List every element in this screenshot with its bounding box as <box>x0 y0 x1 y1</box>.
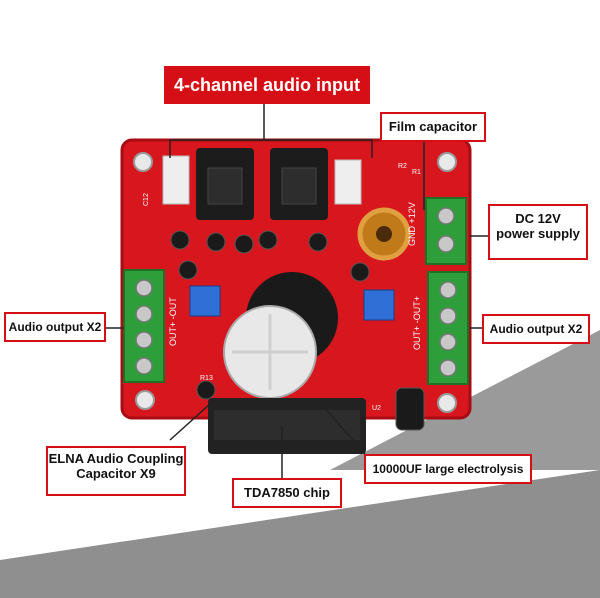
trim-pot-right <box>363 289 395 321</box>
mounting-hole <box>437 152 457 172</box>
mounting-hole <box>133 152 153 172</box>
mounting-hole <box>135 390 155 410</box>
input-header-right <box>334 159 362 205</box>
heatsink-fin <box>214 410 360 440</box>
mounting-hole <box>437 393 457 413</box>
dc-power-line1: DC 12V <box>515 211 561 226</box>
callout-audio-input: 4-channel audio input <box>164 66 370 104</box>
callout-audio-output-left: Audio output X2 <box>4 312 106 342</box>
silkscreen-gnd: GND +12V <box>407 202 417 246</box>
silkscreen-r13: R13 <box>200 375 213 382</box>
terminal-screws <box>135 207 457 377</box>
elna-line1: ELNA Audio Coupling <box>48 451 184 466</box>
electrolytic-capacitor <box>395 387 425 431</box>
silkscreen-r2: R2 <box>398 163 407 170</box>
leader-lines <box>104 104 490 480</box>
input-header-left <box>162 155 190 205</box>
callout-chip: TDA7850 chip <box>232 478 342 508</box>
trim-pot-left <box>189 285 221 317</box>
gray-backdrop <box>0 470 600 598</box>
dc-power-line2: power supply <box>496 225 580 241</box>
callout-audio-output-right: Audio output X2 <box>482 314 590 344</box>
callout-dc-power: DC 12V power supply <box>488 204 588 260</box>
silkscreen-out-left: OUT+ -OUT <box>168 297 178 346</box>
callout-elna: ELNA Audio Coupling Capacitor X9 <box>46 446 186 496</box>
audio-jack-left-face <box>207 167 243 205</box>
callout-film-capacitor: Film capacitor <box>380 112 486 142</box>
audio-jack-right-face <box>281 167 317 205</box>
silkscreen-u2: U2 <box>372 405 381 412</box>
silkscreen-r1: R1 <box>412 169 421 176</box>
inductor-coil-center <box>376 226 392 242</box>
silkscreen-c12: C12 <box>143 193 150 206</box>
callout-electrolysis: 10000UF large electrolysis <box>364 454 532 484</box>
silkscreen-out-right: OUT+ -OUT+ <box>412 296 422 350</box>
elna-line2: Capacitor X9 <box>76 465 156 481</box>
